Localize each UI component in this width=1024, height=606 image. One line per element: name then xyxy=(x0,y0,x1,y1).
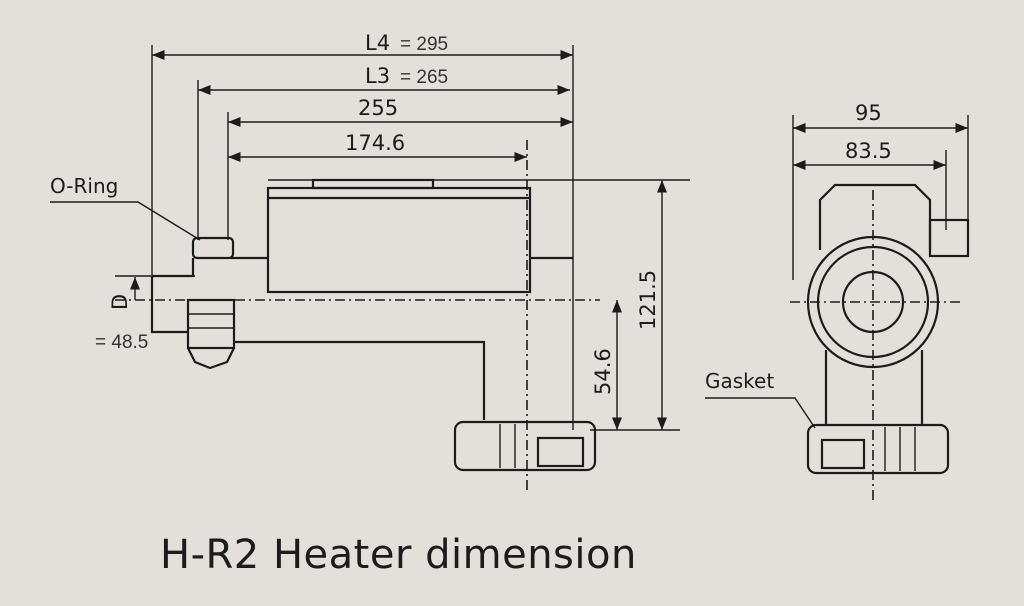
oring-label: O-Ring xyxy=(50,174,118,198)
l3-label: L3 xyxy=(365,64,390,88)
l4-label: L4 xyxy=(365,31,390,55)
dim-83-5: 83.5 xyxy=(845,139,892,163)
gasket-label: Gasket xyxy=(705,369,774,393)
dim-174-6: 174.6 xyxy=(345,131,405,155)
end-view-heater xyxy=(790,115,970,500)
dim-d-value: = 48.5 xyxy=(95,332,148,353)
side-view-heater xyxy=(115,140,600,490)
dim-95: 95 xyxy=(855,101,882,125)
l3-value: = 265 xyxy=(400,67,448,88)
drawing-title: H-R2 Heater dimension xyxy=(160,532,637,578)
gasket-leader xyxy=(705,397,816,429)
l4-value: = 295 xyxy=(400,34,448,55)
dim-d-label: D xyxy=(108,294,132,310)
dim-255: 255 xyxy=(358,96,398,120)
dim-54-6: 54.6 xyxy=(591,348,615,395)
dim-121-5: 121.5 xyxy=(636,270,660,330)
dimension-lines xyxy=(129,49,668,430)
oring-leader xyxy=(50,201,201,241)
